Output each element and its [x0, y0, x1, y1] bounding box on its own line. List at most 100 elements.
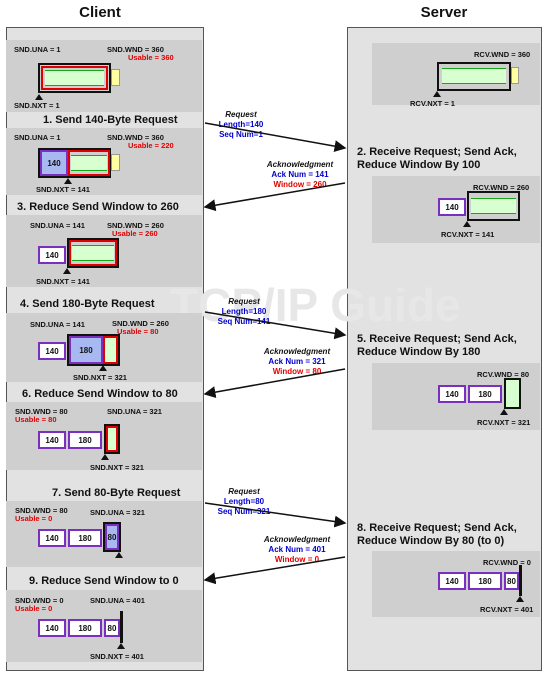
snd-nxt-label: SND.NXT = 1 — [14, 101, 60, 110]
segment-180: 180 — [68, 529, 102, 547]
segment-140: 140 — [38, 529, 66, 547]
ack-message-5: Acknowledgment Ack Num = 321 Window = 80 — [252, 347, 342, 377]
rcv-wnd-label: RCV.WND = 260 — [473, 183, 530, 192]
usable-label: Usable = 360 — [128, 53, 174, 62]
message-title: Request — [225, 110, 257, 119]
usable-window — [103, 336, 118, 364]
future-space — [511, 67, 519, 84]
message-title: Acknowledgment — [263, 535, 331, 544]
segment-140: 140 — [40, 150, 68, 176]
segment-140: 140 — [438, 385, 466, 403]
watermark: TCP/IP Guide — [170, 279, 461, 331]
request-message-1: Request Length=140 Seq Num=1 — [206, 110, 276, 140]
message-ack: Ack Num = 401 — [268, 545, 326, 554]
snd-nxt-label: SND.NXT = 401 — [90, 652, 144, 661]
rcv-nxt-pointer-icon — [516, 596, 524, 602]
segment-140: 140 — [38, 342, 66, 360]
snd-nxt-pointer-icon — [99, 365, 107, 371]
receive-window — [467, 191, 520, 221]
snd-una-label: SND.UNA = 401 — [90, 596, 145, 605]
usable-label: Usable = 0 — [15, 514, 53, 523]
snd-wnd-label: SND.WND = 0 — [15, 596, 64, 605]
unsent-data — [45, 70, 104, 86]
rcv-wnd-label: RCV.WND = 80 — [477, 370, 530, 379]
usable-label: Usable = 220 — [128, 141, 174, 150]
send-window — [120, 611, 123, 643]
arrow-request-4 — [204, 311, 347, 340]
step-9: 9. Reduce Send Window to 0 — [29, 575, 179, 587]
receive-window — [519, 565, 522, 596]
arrow-ack-8 — [203, 556, 346, 585]
snd-wnd-label: SND.WND = 80 — [15, 506, 68, 515]
snd-una-label: SND.UNA = 321 — [90, 508, 145, 517]
snd-nxt-label: SND.NXT = 141 — [36, 277, 90, 286]
snd-nxt-pointer-icon — [64, 178, 72, 184]
usable-label: Usable = 0 — [15, 604, 53, 613]
send-window — [38, 63, 111, 93]
usable-window — [41, 66, 108, 90]
message-length: Length=180 — [221, 307, 267, 316]
step-5-line1: 5. Receive Request; Send Ack, — [357, 333, 517, 345]
snd-una-label: SND.UNA = 1 — [14, 133, 61, 142]
ack-message-2: Acknowledgment Ack Num = 141 Window = 26… — [255, 160, 345, 190]
step-3: 3. Reduce Send Window to 260 — [17, 201, 179, 213]
step-2-line1: 2. Receive Request; Send Ack, — [357, 146, 517, 158]
usable-label: Usable = 260 — [112, 229, 158, 238]
request-message-4: Request Length=180 Seq Num=141 — [206, 297, 282, 327]
rcv-nxt-label: RCV.NXT = 1 — [410, 99, 455, 108]
arrow-ack-2 — [203, 182, 346, 212]
segment-180: 180 — [69, 336, 103, 364]
usable-window — [106, 426, 118, 452]
usable-window — [69, 240, 117, 266]
step-8-line1: 8. Receive Request; Send Ack, — [357, 522, 517, 534]
message-seq: Seq Num=1 — [219, 130, 263, 139]
receive-space — [471, 198, 516, 214]
rcv-nxt-label: RCV.NXT = 401 — [480, 605, 534, 614]
segment-140: 140 — [438, 198, 466, 216]
rcv-wnd-label: RCV.WND = 0 — [483, 558, 531, 567]
message-ack: Ack Num = 141 — [271, 170, 329, 179]
rcv-nxt-pointer-icon — [463, 221, 471, 227]
snd-una-label: SND.UNA = 321 — [107, 407, 162, 416]
message-title: Request — [228, 487, 260, 496]
snd-wnd-label: SND.WND = 260 — [107, 221, 164, 230]
send-window — [103, 522, 121, 552]
step-8-line2: Reduce Window By 80 (to 0) — [357, 535, 505, 547]
message-seq: Seq Num=321 — [217, 507, 271, 516]
step-6: 6. Reduce Send Window to 80 — [22, 388, 178, 400]
ack-message-8: Acknowledgment Ack Num = 401 Window = 0 — [252, 535, 342, 565]
snd-wnd-label: SND.WND = 360 — [107, 45, 164, 54]
send-window — [38, 148, 111, 178]
snd-nxt-pointer-icon — [101, 454, 109, 460]
segment-140: 140 — [38, 246, 66, 264]
step-1: 1. Send 140-Byte Request — [43, 114, 178, 126]
segment-180: 180 — [468, 572, 502, 590]
arrow-request-1 — [204, 122, 347, 153]
message-window: Window = 0 — [274, 555, 320, 564]
step-7: 7. Send 80-Byte Request — [52, 487, 181, 499]
usable-label: Usable = 80 — [117, 327, 159, 336]
receive-window — [437, 62, 511, 91]
step-4: 4. Send 180-Byte Request — [20, 298, 155, 310]
snd-nxt-label: SND.NXT = 321 — [90, 463, 144, 472]
message-title: Request — [228, 297, 260, 306]
segment-180: 180 — [468, 385, 502, 403]
segment-80: 80 — [504, 572, 519, 590]
rcv-nxt-label: RCV.NXT = 321 — [477, 418, 531, 427]
snd-wnd-label: SND.WND = 80 — [15, 407, 68, 416]
arrow-request-7 — [204, 502, 347, 528]
segment-80: 80 — [104, 619, 120, 637]
rcv-nxt-pointer-icon — [433, 91, 441, 97]
rcv-nxt-label: RCV.NXT = 141 — [441, 230, 495, 239]
future-data — [111, 69, 120, 86]
rcv-nxt-pointer-icon — [500, 409, 508, 415]
segment-180: 180 — [68, 431, 102, 449]
arrow-ack-5 — [203, 368, 346, 399]
snd-nxt-label: SND.NXT = 141 — [36, 185, 90, 194]
unsent-data — [72, 245, 114, 261]
usable-label: Usable = 80 — [15, 415, 57, 424]
snd-nxt-pointer-icon — [115, 552, 123, 558]
request-message-7: Request Length=80 Seq Num=321 — [206, 487, 282, 517]
message-title: Acknowledgment — [266, 160, 334, 169]
message-length: Length=140 — [218, 120, 264, 129]
